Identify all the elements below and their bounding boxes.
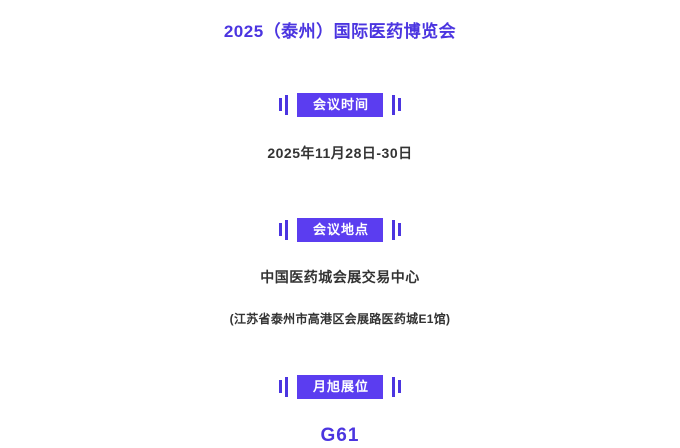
bracket-bars-left-icon — [278, 376, 288, 398]
bracket-bars-right-icon — [392, 94, 401, 116]
bracket-bars-right-icon — [392, 219, 401, 241]
bracket-bars-left-icon — [278, 94, 288, 116]
badge-label-booth: 月旭展位 — [296, 374, 383, 399]
meeting-place-address: (江苏省泰州市高港区会展路医药城E1馆) — [229, 311, 451, 326]
section-heading-meeting-time: 会议时间 — [278, 92, 401, 117]
bracket-bars-left-icon — [278, 219, 288, 241]
page-title: 2025（泰州）国际医药博览会 — [223, 22, 457, 41]
section-heading-meeting-place: 会议地点 — [278, 217, 401, 242]
booth-number: G61 — [320, 424, 360, 446]
badge-label-meeting-place: 会议地点 — [296, 217, 383, 242]
bracket-bars-right-icon — [392, 376, 401, 398]
badge-label-meeting-time: 会议时间 — [296, 92, 383, 117]
meeting-place-value: 中国医药城会展交易中心 — [260, 268, 420, 285]
section-heading-booth: 月旭展位 — [278, 374, 401, 399]
meeting-time-value: 2025年11月28日-30日 — [267, 145, 413, 162]
